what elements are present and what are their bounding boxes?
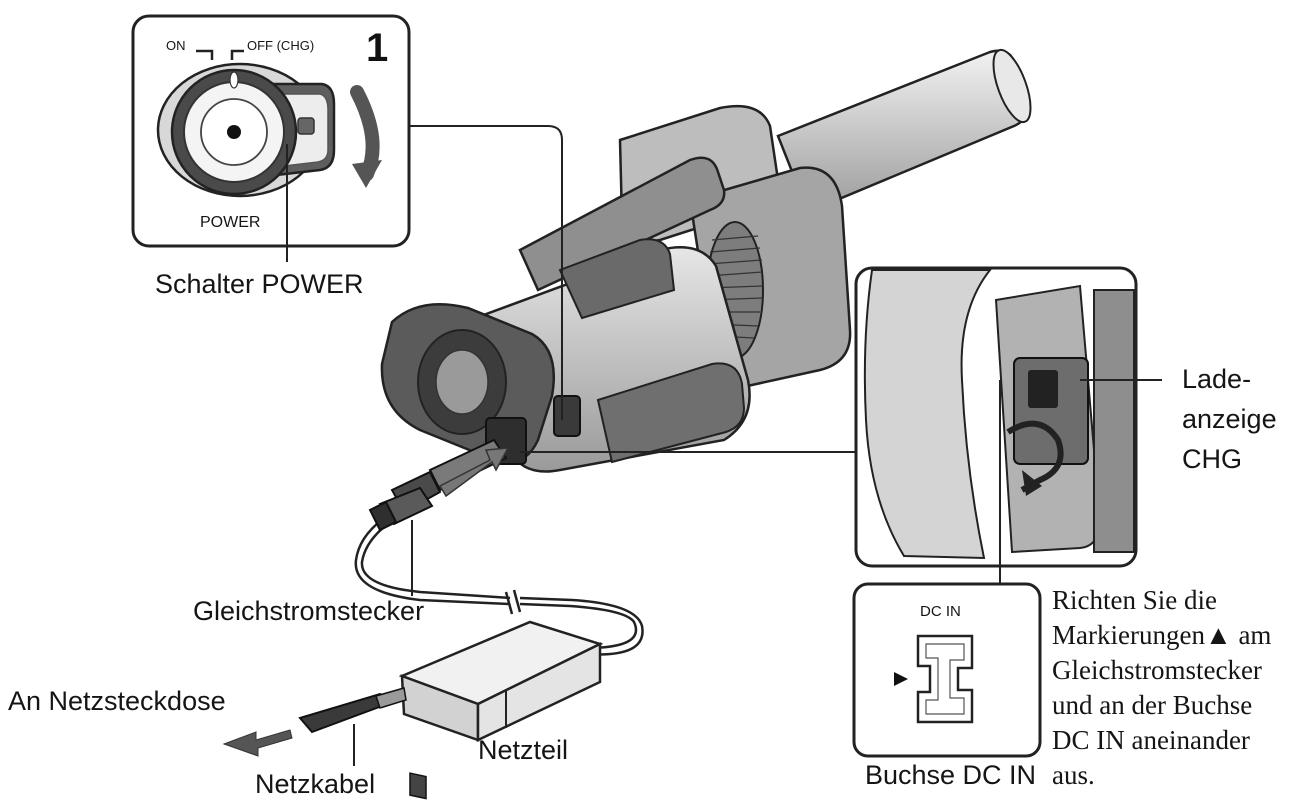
dc-in-detail-inset	[854, 266, 1138, 568]
power-switch-inset	[131, 14, 411, 262]
label-gleichstromstecker: Gleichstromstecker	[193, 596, 425, 626]
instruction-line-2: Markierungen▲ am	[1052, 619, 1271, 651]
label-an-netzsteckdose: An Netzsteckdose	[8, 686, 226, 716]
label-netzteil: Netzteil	[478, 735, 569, 765]
ac-adapter	[398, 620, 604, 800]
instruction-line-2-end: am	[1231, 620, 1272, 650]
instruction-line-4: und an der Buchse	[1052, 690, 1253, 720]
label-buchse-dc-in: Buchse DC IN	[865, 760, 1037, 790]
label-lade-line2: anzeige	[1182, 404, 1277, 434]
instruction-line-6: aus.	[1052, 760, 1095, 790]
mains-cable	[222, 687, 407, 757]
label-netzkabel: Netzkabel	[255, 769, 376, 799]
instruction-line-2-text: Markierungen	[1052, 620, 1205, 650]
alignment-mark-icon: ▲	[1204, 620, 1232, 650]
instruction-line-1: Richten Sie die	[1052, 585, 1217, 615]
dc-in-box-label: DC IN	[920, 603, 961, 620]
switch-on-label: ON	[166, 38, 186, 53]
dc-in-mark-box	[852, 582, 1042, 758]
instruction-line-5: DC IN aneinander	[1052, 725, 1250, 755]
dc-plug	[368, 486, 434, 532]
label-lade-line1: Lade-	[1182, 364, 1252, 394]
switch-power-label: POWER	[200, 214, 261, 231]
dc-cable	[354, 506, 644, 656]
power-leader-line	[408, 125, 563, 420]
step-number: 1	[366, 26, 389, 70]
label-lade-line3: CHG	[1182, 444, 1242, 474]
camcorder-illustration	[380, 48, 1032, 514]
insert-arrow	[438, 447, 510, 498]
switch-off-chg-label: OFF (CHG)	[247, 38, 315, 53]
label-schalter-power: Schalter POWER	[155, 269, 364, 299]
instruction-line-3: Gleichstromstecker	[1052, 655, 1262, 685]
